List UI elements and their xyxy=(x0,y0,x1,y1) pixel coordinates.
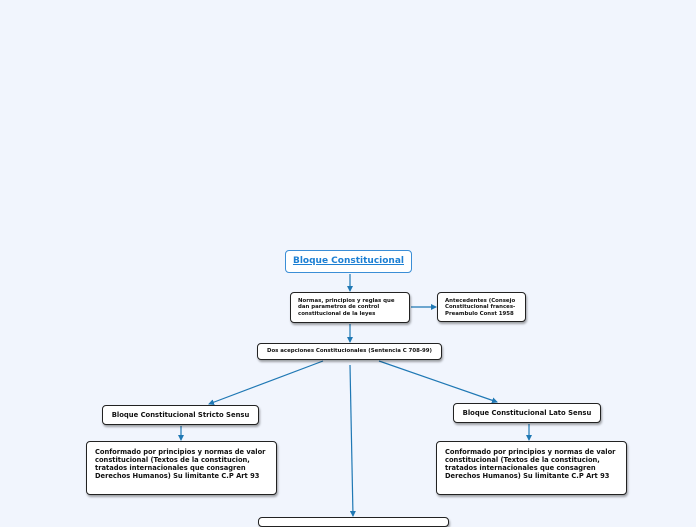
root-node[interactable]: Bloque Constitucional xyxy=(285,250,412,273)
root-node-label: Bloque Constitucional xyxy=(292,256,405,267)
conformado-stricto-node-label: Conformado por principios y normas de va… xyxy=(95,448,266,481)
acepciones-node[interactable]: Dos acepciones Constitucionales (Sentenc… xyxy=(257,343,442,360)
link-acepciones-stricto xyxy=(208,360,324,406)
antecedentes-node[interactable]: Antecedentes (Consejo Constitucional fra… xyxy=(437,292,526,322)
normas-node[interactable]: Normas, principios y reglas que dan para… xyxy=(290,292,410,323)
link-acepciones-lato xyxy=(378,360,498,404)
acepciones-node-label: Dos acepciones Constitucionales (Sentenc… xyxy=(266,348,433,355)
link-acepciones-bottom xyxy=(349,364,356,517)
stricto-sensu-node-label: Bloque Constitucional Stricto Sensu xyxy=(111,410,250,419)
conformado-stricto-node[interactable]: Conformado por principios y normas de va… xyxy=(86,441,277,495)
antecedentes-node-label: Antecedentes (Consejo Constitucional fra… xyxy=(445,298,516,317)
normas-node-label: Normas, principios y reglas que dan para… xyxy=(298,298,395,317)
lato-sensu-node-label: Bloque Constitucional Lato Sensu xyxy=(462,408,592,417)
bottom-node[interactable] xyxy=(258,517,449,527)
conformado-lato-node-label: Conformado por principios y normas de va… xyxy=(445,448,616,481)
conformado-lato-node[interactable]: Conformado por principios y normas de va… xyxy=(436,441,627,495)
stricto-sensu-node[interactable]: Bloque Constitucional Stricto Sensu xyxy=(102,405,259,425)
lato-sensu-node[interactable]: Bloque Constitucional Lato Sensu xyxy=(453,403,601,423)
